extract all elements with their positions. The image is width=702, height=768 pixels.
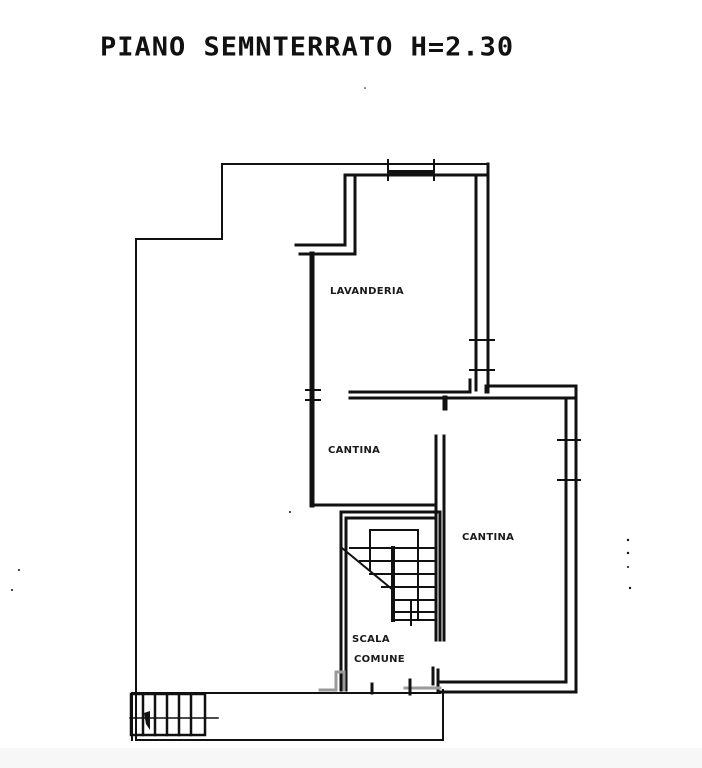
- room-label-comune: COMUNE: [354, 654, 405, 665]
- cantina-1-walls: [310, 434, 446, 642]
- lavanderia-walls: [294, 159, 495, 394]
- staircase: [340, 529, 437, 626]
- external-steps: [129, 692, 219, 737]
- room-label-cantina-1: CANTINA: [328, 445, 380, 456]
- cantina-2-walls: [436, 668, 578, 694]
- room-label-scala: SCALA: [352, 634, 390, 645]
- outer-boundary: [135, 163, 489, 741]
- plan-title: PIANO SEMNTERRATO H=2.30: [100, 32, 515, 63]
- room-label-lavanderia: LAVANDERIA: [330, 286, 404, 297]
- room-label-cantina-2: CANTINA: [462, 532, 514, 543]
- entrance-marks: [318, 670, 442, 692]
- scan-dots: [11, 87, 632, 591]
- middle-wall: [348, 378, 581, 694]
- scan-margin: [0, 748, 702, 768]
